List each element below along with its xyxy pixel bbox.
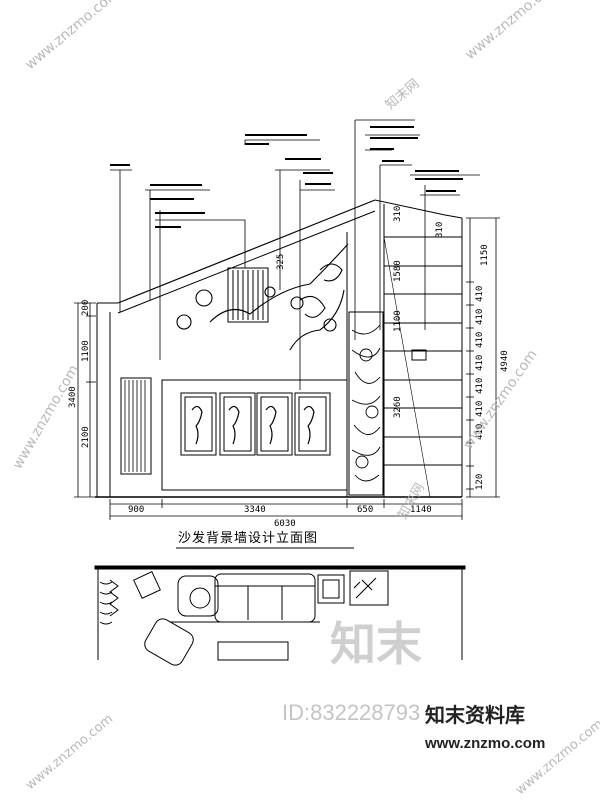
- dim-right-410: 410: [475, 286, 485, 302]
- dim-stair-310: 310: [393, 206, 403, 222]
- watermark-diagonals: www.znzmo.com www.znzmo.com www.znzmo.co…: [10, 0, 600, 798]
- callout-texts: [110, 126, 463, 228]
- ceiling-right: [375, 200, 445, 215]
- watermark-url: www.znzmo.com: [462, 0, 562, 63]
- watermark-brand-logo: 知末: [330, 617, 422, 671]
- dim-3340: 3340: [244, 505, 266, 515]
- plan-armchair-2: [142, 616, 196, 668]
- stair-steps: [384, 237, 462, 497]
- dim-right-410: 410: [475, 424, 485, 440]
- column-panel: [349, 312, 383, 495]
- left-dimension-chain: [74, 303, 96, 497]
- dimension-labels: 900 3340 650 1140 6030 3400 200 1100 210…: [68, 206, 510, 529]
- dim-right-1150: 1150: [480, 244, 490, 266]
- dim-left-1100: 1100: [81, 340, 91, 362]
- watermark-site-url: www.znzmo.com: [424, 735, 545, 752]
- ceiling-right-end: [445, 215, 462, 218]
- floor-plan: [95, 566, 465, 668]
- side-panel-slats: [125, 380, 145, 472]
- watermark-url: www.znzmo.com: [513, 716, 600, 798]
- watermark-id: ID:832228793: [282, 700, 420, 725]
- dim-left-outer: 3400: [68, 386, 78, 408]
- plan-end-table: [318, 575, 344, 603]
- right-dimension-chain: [466, 218, 500, 497]
- dim-stair-310b: 310: [435, 222, 445, 238]
- pendant-lamp: [228, 268, 268, 322]
- dim-total-width: 6030: [274, 519, 296, 529]
- dim-stair-3260: 3260: [393, 396, 403, 418]
- plan-coffee-table: [218, 642, 288, 660]
- dim-right-410: 410: [475, 332, 485, 348]
- plan-end-table-inner: [323, 580, 339, 598]
- plan-top-wall: [95, 566, 465, 569]
- plan-curtain-fold: [110, 580, 118, 616]
- watermark-url: www.znzmo.com: [22, 0, 122, 73]
- dim-stair-1580: 1580: [393, 260, 403, 282]
- plan-plant-box: [350, 571, 388, 605]
- backdrop-panel: [162, 380, 347, 490]
- plan-curtain: [100, 582, 112, 624]
- plan-sofa: [215, 574, 315, 622]
- dim-right-410: 410: [475, 355, 485, 371]
- artwork-frames: [181, 393, 330, 455]
- dim-650: 650: [357, 505, 373, 515]
- column-pattern: [352, 325, 380, 481]
- watermark-brand-name: 知末资料库: [425, 703, 525, 727]
- dim-900: 900: [128, 505, 144, 515]
- elevation-drawing: [74, 120, 500, 520]
- dim-right-410: 410: [475, 378, 485, 394]
- watermark-url: www.znzmo.com: [23, 711, 116, 793]
- dim-left-2100: 2100: [81, 426, 91, 448]
- sloped-ceiling: [118, 200, 375, 303]
- dim-left-200: 200: [81, 300, 91, 316]
- dim-right-410: 410: [475, 309, 485, 325]
- bottom-dimension-chain: [110, 499, 462, 520]
- watermark-cn: 知末网: [382, 76, 422, 113]
- plan-plant: [354, 578, 376, 598]
- dim-lamp-325: 325: [276, 254, 286, 270]
- dim-1140: 1140: [410, 505, 432, 515]
- side-panel: [121, 378, 151, 474]
- dim-right-120: 120: [475, 474, 485, 490]
- plan-armchair: [178, 576, 218, 616]
- elevation-title: 沙发背景墙设计立面图: [178, 530, 318, 546]
- sloped-ceiling-inner: [118, 211, 375, 313]
- dim-right-410: 410: [475, 401, 485, 417]
- watermark-url: www.znzmo.com: [10, 362, 83, 472]
- dim-right-outer: 4940: [500, 350, 510, 372]
- floral-vine: [177, 244, 348, 350]
- switch-box: [412, 350, 426, 360]
- dim-stair-1100: 1100: [393, 310, 403, 332]
- plan-side-table: [134, 572, 161, 599]
